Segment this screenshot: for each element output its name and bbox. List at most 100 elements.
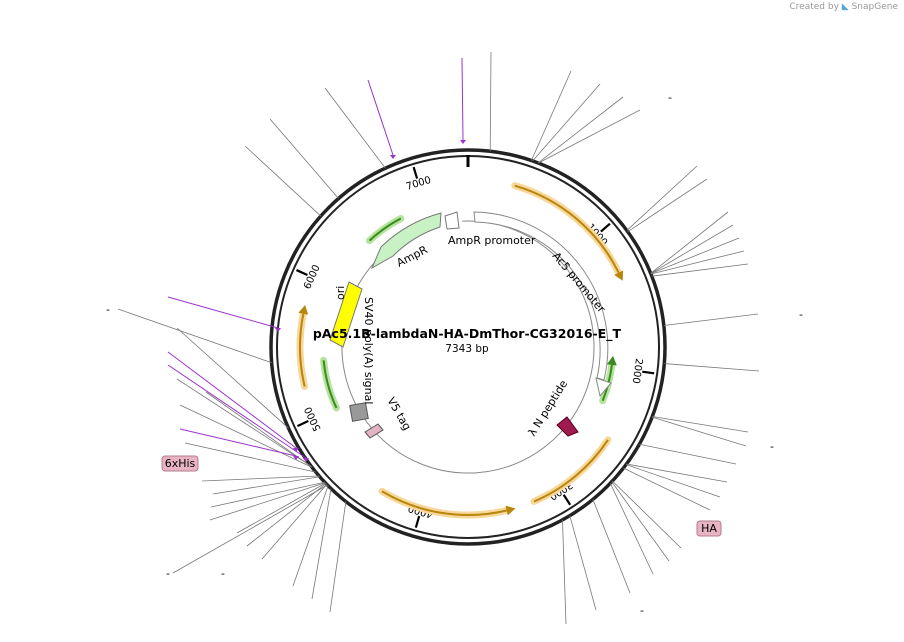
primer-leader xyxy=(367,79,394,156)
leader-line xyxy=(236,482,326,534)
tick-mark xyxy=(414,515,421,528)
primer-leader xyxy=(167,364,307,459)
snapgene-logo-icon: ◣ xyxy=(841,2,849,12)
orf-2 xyxy=(533,439,609,503)
leader-line xyxy=(562,519,567,625)
leader-line xyxy=(184,442,316,473)
leader-line xyxy=(531,70,572,161)
tag-ha: HA xyxy=(696,520,722,537)
feature-label-v5: V5 tag xyxy=(384,395,413,433)
tick-label: 5000 xyxy=(303,405,324,433)
leader-line xyxy=(172,484,328,574)
orf-3 xyxy=(381,490,507,516)
leader-line xyxy=(626,165,698,231)
leader-line xyxy=(201,475,320,482)
feature-label-ampr-promoter: AmpR promoter xyxy=(448,234,536,247)
svg-text:6xHis: 6xHis xyxy=(165,457,196,470)
primer-leader xyxy=(461,57,464,141)
ampr-arrow xyxy=(370,212,442,270)
leader-line xyxy=(626,463,728,483)
leader-line xyxy=(538,109,641,164)
orf-4 xyxy=(299,313,306,387)
site-separator: - xyxy=(770,440,774,453)
leader-line xyxy=(205,391,312,467)
primer-leader xyxy=(179,428,297,457)
orf-3-arrowhead xyxy=(505,505,516,516)
leader-line xyxy=(311,488,332,600)
orf-1-arrowhead xyxy=(614,270,624,281)
ac5-promoter-head xyxy=(595,377,612,398)
leader-line xyxy=(650,211,729,274)
lambda-n-box xyxy=(556,416,579,437)
tick-mark xyxy=(562,494,572,506)
orf-6 xyxy=(322,360,338,409)
leader-line xyxy=(639,443,737,465)
site-separator: - xyxy=(221,567,225,580)
tick-label: 6000 xyxy=(302,263,322,291)
tag-6xhis: 6xHis xyxy=(161,455,199,472)
leader-line xyxy=(650,250,745,275)
leader-line xyxy=(246,483,327,547)
snapgene-credit: Created by ◣ SnapGene xyxy=(789,2,898,12)
leader-line xyxy=(329,501,347,613)
primer-arrow xyxy=(293,456,299,460)
primer-arrow xyxy=(460,140,466,144)
orf-5 xyxy=(368,217,402,242)
leader-line xyxy=(651,416,747,447)
tick-label: 2000 xyxy=(630,358,644,385)
leader-line xyxy=(650,224,734,274)
credit-brand: SnapGene xyxy=(851,2,898,12)
tick-mark xyxy=(600,222,611,233)
primer-leader xyxy=(167,351,297,449)
leader-line xyxy=(650,237,740,275)
leader-line xyxy=(324,87,386,169)
plasmid-name: pAc5.1B-lambdaN-HA-DmThor-CG32016-E_T xyxy=(313,326,622,342)
orf-6-glow xyxy=(320,356,340,412)
leader-line xyxy=(651,263,749,277)
site-labels: ------- xyxy=(106,91,803,617)
primer-arrow xyxy=(390,155,396,159)
tick-label: 7000 xyxy=(405,175,433,193)
leader-line xyxy=(489,51,492,152)
leader-line xyxy=(269,118,339,199)
orf-2-glow xyxy=(530,436,612,506)
svg-text:HA: HA xyxy=(701,522,717,535)
site-separator: - xyxy=(106,303,110,316)
leader-line xyxy=(261,484,328,560)
leader-line xyxy=(609,483,654,575)
site-separator: - xyxy=(166,567,170,580)
feature-label-ac5-promoter: Ac5 promoter xyxy=(550,250,608,316)
tick-mark xyxy=(296,420,309,428)
feature-arrows xyxy=(296,182,624,519)
leader-line xyxy=(210,481,325,508)
leader-line xyxy=(612,480,682,549)
leader-line xyxy=(627,178,708,233)
leader-line xyxy=(625,464,721,498)
primer-leader xyxy=(167,296,279,329)
backbone-outer xyxy=(269,148,667,546)
orf-4-arrowhead xyxy=(298,304,309,315)
primer-arrow xyxy=(293,448,299,452)
orf-3-glow xyxy=(378,487,511,519)
site-separator: - xyxy=(668,91,672,104)
leader-line xyxy=(623,467,711,511)
plasmid-size: 7343 bp xyxy=(445,343,489,355)
credit-prefix: Created by xyxy=(789,2,839,12)
primer-arrow xyxy=(303,458,309,462)
leader-line xyxy=(664,363,760,372)
leader-line xyxy=(209,482,326,521)
orf-7-arrowhead xyxy=(606,355,617,366)
ori-arrow xyxy=(329,281,363,348)
feature-label-sv40: SV40 poly(A) signal xyxy=(362,297,375,404)
tick-mark xyxy=(642,370,655,375)
leader-line xyxy=(212,476,320,495)
v5-tag-box xyxy=(364,423,384,439)
leader-line xyxy=(652,416,749,433)
sv40-box xyxy=(349,402,369,422)
primer-arrow xyxy=(275,328,281,332)
orf-1 xyxy=(514,184,620,274)
leader-line xyxy=(569,515,597,611)
leader-line xyxy=(592,499,631,594)
site-separator: - xyxy=(799,308,803,321)
